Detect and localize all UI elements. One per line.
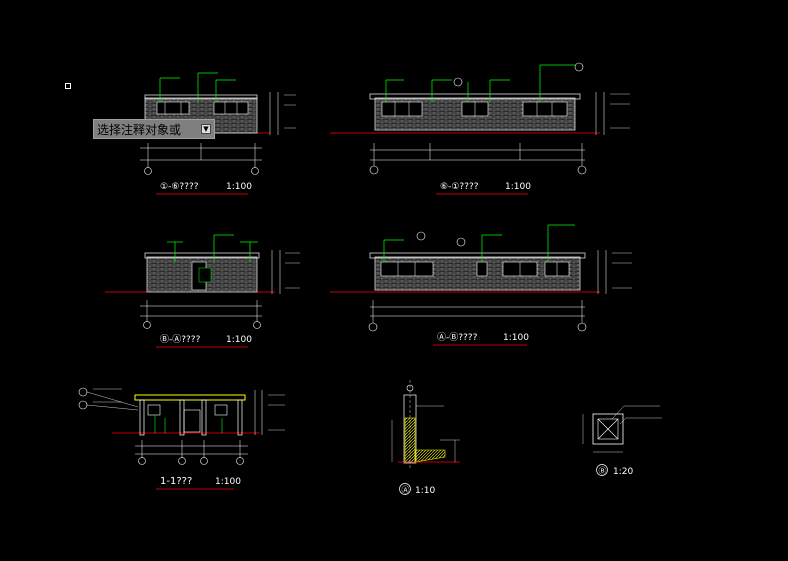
section-1-1 bbox=[78, 387, 285, 465]
window bbox=[380, 261, 434, 277]
scale-section: 1:100 bbox=[215, 477, 241, 487]
roof-eave bbox=[144, 94, 258, 100]
title-elev-b: ⑥-①???? bbox=[440, 182, 479, 192]
detail-b bbox=[582, 405, 662, 453]
window bbox=[476, 261, 488, 277]
elevation-b bbox=[330, 62, 630, 175]
scale-elev-a: 1:100 bbox=[226, 182, 252, 192]
scale-elev-b: 1:100 bbox=[505, 182, 531, 192]
command-prompt-tooltip[interactable]: 选择注释对象或 ▼ bbox=[93, 119, 215, 139]
detail-b-marker bbox=[596, 464, 608, 476]
scale-elev-c: 1:100 bbox=[226, 335, 252, 345]
detail-a-marker bbox=[399, 483, 411, 495]
detail-a bbox=[391, 380, 460, 470]
elevation-d bbox=[330, 224, 632, 332]
roof-eave bbox=[369, 252, 586, 259]
window bbox=[522, 101, 568, 117]
title-section: 1-1??? bbox=[160, 476, 192, 487]
pick-box-icon bbox=[65, 83, 71, 89]
roof-slab bbox=[134, 394, 246, 401]
roof-eave bbox=[144, 252, 260, 259]
dropdown-arrow-icon[interactable]: ▼ bbox=[201, 124, 211, 134]
scale-elev-d: 1:100 bbox=[503, 333, 529, 343]
scale-detail-b: 1:20 bbox=[613, 467, 633, 477]
elevation-c bbox=[105, 234, 300, 329]
scale-detail-a: 1:10 bbox=[415, 486, 435, 496]
title-elev-d: Ⓐ-Ⓑ???? bbox=[437, 332, 478, 343]
window bbox=[156, 101, 190, 115]
tooltip-text: 选择注释对象或 bbox=[97, 122, 182, 137]
roof-eave bbox=[369, 93, 581, 100]
title-elev-c: Ⓑ-Ⓐ???? bbox=[160, 334, 201, 345]
title-detail-b: Ⓑ bbox=[599, 467, 607, 476]
drawing-titles: ①-⑥???? 1:100 ⑥-①???? 1:100 Ⓑ-Ⓐ???? 1:10… bbox=[156, 182, 633, 496]
window bbox=[381, 101, 423, 117]
title-elev-a: ①-⑥???? bbox=[160, 182, 199, 192]
window bbox=[213, 101, 249, 115]
title-detail-a: Ⓐ bbox=[402, 486, 410, 495]
